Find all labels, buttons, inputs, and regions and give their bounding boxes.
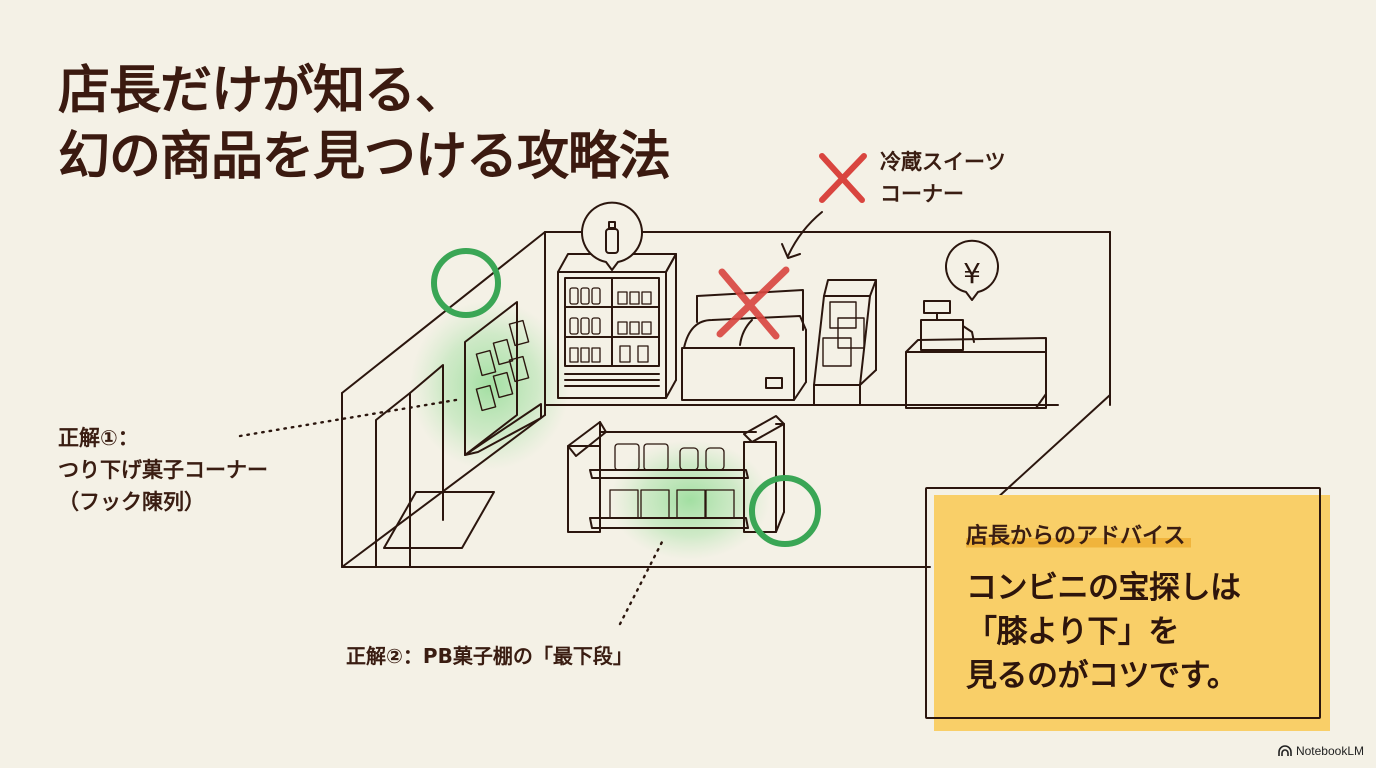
yen-icon: ¥ xyxy=(963,257,981,290)
advice-line-3: 見るのがコツです。 xyxy=(966,658,1238,694)
notebooklm-logo-icon xyxy=(1278,745,1292,756)
title-line-1: 店長だけが知る、 xyxy=(58,61,467,121)
answer1-callout: 正解①： つり下げ菓子コーナー （フック陳列） xyxy=(58,422,268,518)
hook-display xyxy=(464,301,542,456)
advice-line-2: 「膝より下」を xyxy=(966,614,1179,650)
drink-bubble xyxy=(581,201,643,271)
wrong-callout-line-2: コーナー xyxy=(880,182,964,206)
pb-snack-shelf xyxy=(567,415,785,533)
answer1-line-2: つり下げ菓子コーナー xyxy=(58,458,268,482)
x-mark-label xyxy=(819,153,867,203)
wrong-callout-line-1: 冷蔵スイーツ xyxy=(880,150,1006,174)
advice-box-border xyxy=(925,487,1321,719)
shelf-glow xyxy=(610,440,770,560)
circle-mark-shelf xyxy=(749,475,821,547)
advice-heading: 店長からのアドバイス xyxy=(966,518,1192,550)
notebooklm-branding: NotebookLM xyxy=(1278,744,1364,758)
page-title: 店長だけが知る、 幻の商品を見つける攻略法 xyxy=(58,58,671,190)
answer2-callout: 正解②：PB菓子棚の「最下段」 xyxy=(346,644,633,668)
answer1-line-1: 正解①： xyxy=(58,426,139,450)
advice-body: コンビニの宝探しは 「膝より下」を 見るのがコツです。 xyxy=(966,566,1241,698)
wrong-callout-label: 冷蔵スイーツ コーナー xyxy=(880,146,1006,210)
register-counter xyxy=(905,300,1047,409)
magazine-rack xyxy=(813,279,877,406)
arrow-to-freezer xyxy=(787,211,823,257)
leader-answer2 xyxy=(618,540,664,626)
advice-line-1: コンビニの宝探しは xyxy=(966,570,1241,606)
leader-answer1 xyxy=(238,398,458,438)
room-outline xyxy=(341,231,1111,568)
title-line-2: 幻の商品を見つける攻略法 xyxy=(58,127,671,187)
branding-label: NotebookLM xyxy=(1295,744,1364,758)
circle-mark-hook xyxy=(431,248,501,318)
sweets-freezer xyxy=(681,289,807,401)
drink-fridge xyxy=(557,253,677,399)
register-bubble xyxy=(945,239,999,301)
answer1-line-3: （フック陳列） xyxy=(58,490,205,514)
arrow-head xyxy=(781,243,801,259)
x-mark-freezer xyxy=(716,266,790,340)
